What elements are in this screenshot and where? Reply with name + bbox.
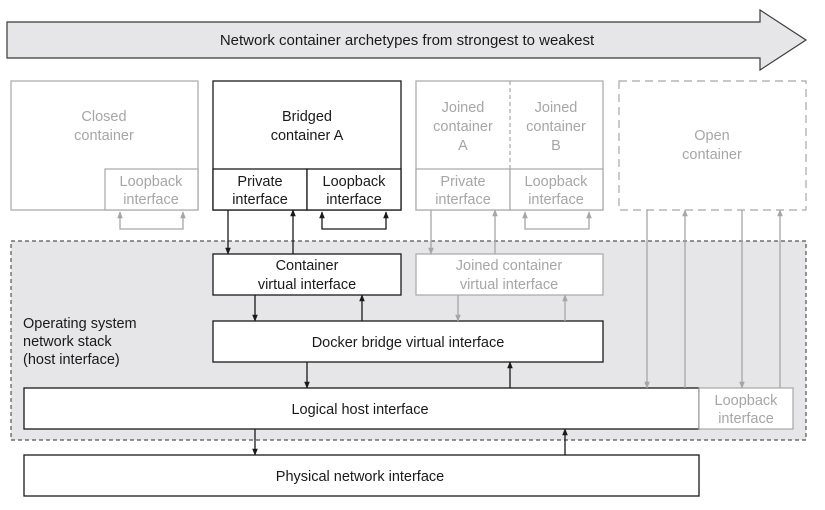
bridged-private-interface — [212, 168, 308, 211]
bridged-connectors — [225, 209, 568, 456]
host-stack-label-line-2: network stack — [23, 334, 112, 350]
closed-container: Closed container Loopback interface — [10, 80, 199, 230]
joined-container-virtual-interface — [415, 253, 604, 296]
joined-virtual-line-2: virtual interface — [460, 277, 558, 293]
banner-text: Network container archetypes from strong… — [220, 32, 595, 49]
closed-loopback-arrow — [117, 211, 186, 230]
open-container: Open container — [618, 80, 807, 211]
joined-loopback-interface — [509, 168, 604, 211]
joined-loopback-line-2: interface — [528, 192, 584, 208]
joined-a-title-line-2: container — [433, 119, 493, 135]
bridged-loopback-interface — [306, 168, 402, 211]
host-loopback-line-2: interface — [718, 411, 774, 427]
open-title-line-2: container — [682, 147, 742, 163]
bridged-loopback-line-2: interface — [326, 192, 382, 208]
closed-loopback-line-1: Loopback — [120, 174, 184, 190]
container-virtual-line-1: Container — [276, 258, 339, 274]
joined-a-title-line-1: Joined — [442, 100, 485, 116]
host-stack-label-line-1: Operating system — [23, 316, 137, 332]
docker-bridge-virtual-interface — [212, 320, 604, 363]
bridged-title-line-1: Bridged — [282, 109, 332, 125]
physical-label: Physical network interface — [276, 469, 444, 485]
logical-host-label: Logical host interface — [291, 402, 428, 418]
joined-loopback-line-1: Loopback — [525, 174, 589, 190]
host-loopback-line-1: Loopback — [715, 393, 779, 409]
container-virtual-interface — [212, 253, 402, 296]
bridged-container-a: Bridged container A Private interface Lo… — [212, 80, 402, 230]
docker-bridge-label: Docker bridge virtual interface — [312, 335, 505, 351]
joined-containers: Joined container A Joined container B Pr… — [415, 80, 604, 230]
open-title-line-1: Open — [694, 128, 729, 144]
bridged-title-line-2: container A — [271, 128, 344, 144]
strength-banner-arrow: Network container archetypes from strong… — [6, 8, 808, 72]
bridged-private-line-2: interface — [232, 192, 288, 208]
joined-a-title-line-3: A — [458, 138, 468, 154]
grey-connectors — [428, 209, 783, 389]
closed-title-line-1: Closed — [81, 109, 126, 125]
host-loopback-interface — [698, 387, 794, 430]
joined-b-title-line-1: Joined — [535, 100, 578, 116]
host-stack-label-line-3: (host interface) — [23, 352, 120, 368]
container-virtual-line-2: virtual interface — [258, 277, 356, 293]
joined-b-title-line-2: container — [526, 119, 586, 135]
joined-private-line-1: Private — [440, 174, 485, 190]
bridged-loopback-arrow — [319, 211, 389, 230]
closed-title-line-2: container — [74, 128, 134, 144]
closed-loopback-line-2: interface — [123, 192, 179, 208]
bridged-loopback-line-1: Loopback — [323, 174, 387, 190]
logical-host-interface — [23, 387, 700, 430]
joined-virtual-line-1: Joined container — [456, 258, 563, 274]
joined-b-title-line-3: B — [551, 138, 561, 154]
bridged-private-line-1: Private — [237, 174, 282, 190]
joined-loopback-arrow — [522, 211, 592, 230]
joined-private-line-2: interface — [435, 192, 491, 208]
physical-network-interface — [23, 454, 700, 497]
closed-loopback-interface — [104, 168, 199, 211]
